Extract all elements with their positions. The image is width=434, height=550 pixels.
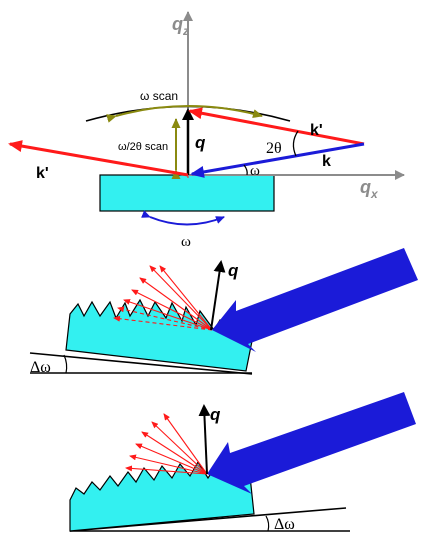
- q-vector-label: q: [195, 133, 206, 152]
- bottom-panel: q Δω: [69, 392, 416, 533]
- bottom-q-label: q: [210, 405, 221, 424]
- bottom-ray: [129, 454, 208, 475]
- bottom-incident-beam: [207, 392, 416, 494]
- omega-rotation-label: ω: [181, 234, 191, 250]
- middle-tilted-line: [29, 352, 253, 375]
- omega-rotation-arrow: [141, 210, 225, 226]
- middle-dashed-rays: [113, 306, 213, 331]
- omega2theta-scan-label: ω/2θ scan: [118, 141, 168, 153]
- omega-angle-arc: [243, 164, 248, 176]
- middle-q-label: q: [228, 261, 239, 280]
- bottom-ray: [151, 421, 208, 475]
- qz-axis-label: qz: [172, 14, 189, 38]
- middle-ray: [159, 265, 213, 331]
- middle-ray: [139, 277, 213, 331]
- bottom-delta-omega-arc: [265, 515, 270, 532]
- bottom-delta-omega-label: Δω: [274, 516, 295, 533]
- kprime-left-label: k': [36, 165, 49, 182]
- k-vector: [190, 142, 365, 178]
- twotheta-label: 2θ: [266, 140, 282, 157]
- bottom-scattered-rays: [125, 413, 208, 475]
- kprime-upper-label: k': [310, 122, 323, 139]
- middle-dashed-ray: [113, 315, 213, 331]
- omega-angle-label: ω: [250, 163, 260, 179]
- middle-q-vector: [210, 260, 226, 331]
- bottom-ray: [125, 465, 208, 475]
- kprime-left-vector: [8, 140, 189, 177]
- middle-incident-beam: [212, 248, 418, 352]
- middle-panel: q Δω: [29, 248, 418, 376]
- middle-delta-omega-arc: [63, 354, 68, 374]
- bottom-ray: [163, 413, 208, 475]
- omega-scan-arrow: [106, 105, 263, 123]
- middle-delta-omega-label: Δω: [30, 359, 51, 376]
- qx-axis-label: qx: [360, 177, 379, 201]
- middle-dashed-ray: [117, 306, 213, 331]
- k-vector-label: k: [322, 153, 331, 170]
- middle-scattered-rays: [123, 265, 213, 331]
- bottom-ray: [141, 431, 208, 475]
- top-crystal: [99, 174, 275, 212]
- bottom-ray: [135, 443, 208, 475]
- middle-ray: [149, 265, 213, 331]
- middle-ray: [131, 289, 213, 331]
- bottom-q-vector: [198, 404, 211, 475]
- middle-ray: [123, 299, 213, 331]
- kprime-upper-vector: [188, 107, 365, 146]
- omega-scan-label: ω scan: [140, 89, 178, 103]
- top-panel: qz qx ω scan ω/2θ scan q k' k k' 2θ ω ω: [8, 11, 405, 250]
- twotheta-arc: [292, 130, 299, 157]
